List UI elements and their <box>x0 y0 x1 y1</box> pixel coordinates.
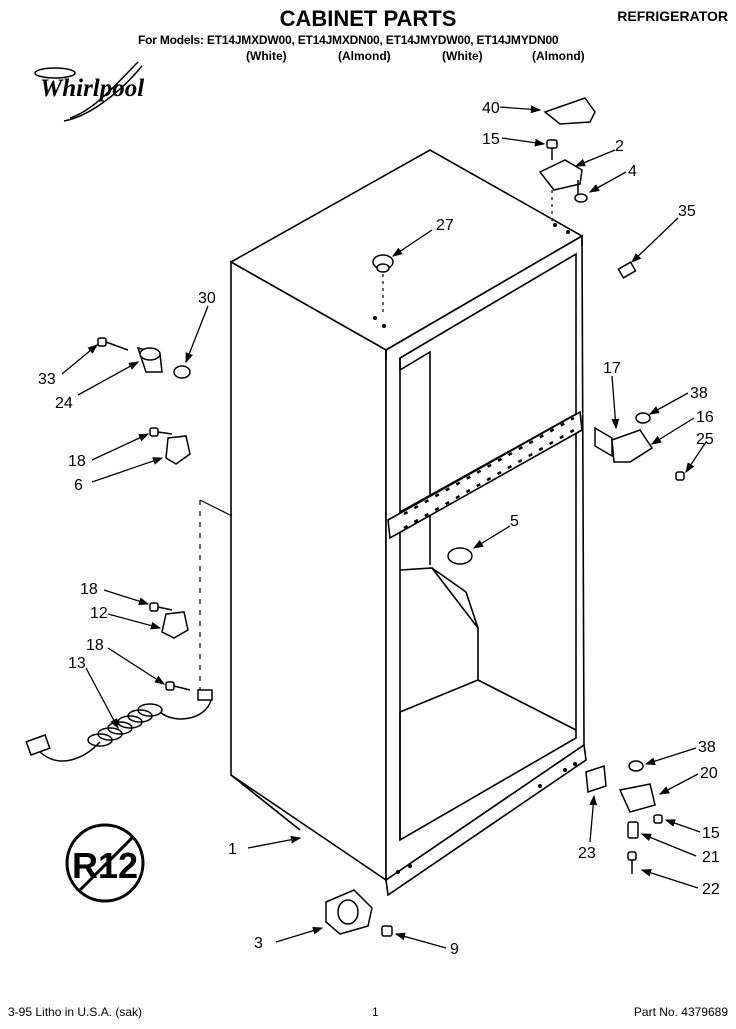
part-13-power-cord <box>25 689 213 762</box>
cabinet <box>229 149 587 897</box>
callout-17: 17 <box>603 360 621 377</box>
part-12-door-stop <box>161 611 189 639</box>
footer-page-number: 1 <box>372 1005 379 1019</box>
callout-18-lower: 18 <box>86 637 104 654</box>
part-6-door-stop <box>165 435 191 465</box>
callout-15-lower: 15 <box>702 825 720 842</box>
part-5-plug <box>447 547 473 565</box>
callout-12: 12 <box>90 605 108 622</box>
brand-swoosh <box>34 61 143 122</box>
callout-24: 24 <box>55 395 73 412</box>
part-18-screw-lower <box>165 681 191 691</box>
callout-30: 30 <box>198 290 216 307</box>
callout-13: 13 <box>68 655 86 672</box>
brand-logo: Whirlpool <box>40 75 145 102</box>
finish-label-3: (White) <box>442 49 483 63</box>
callout-38-upper: 38 <box>690 385 708 402</box>
footer-date-litho: 3-95 Litho in U.S.A. (sak) <box>8 1005 143 1019</box>
callout-23: 23 <box>578 845 596 862</box>
part-22-screw <box>627 851 637 874</box>
callout-40: 40 <box>482 100 500 117</box>
part-3-roller-bracket <box>325 889 373 935</box>
callout-27: 27 <box>436 217 454 234</box>
part-20-bottom-hinge <box>618 783 656 813</box>
part-33-screw <box>97 337 129 351</box>
part-16-center-hinge <box>611 429 654 463</box>
part-38-washer-lower <box>628 760 644 772</box>
callout-22: 22 <box>702 881 720 898</box>
callout-1: 1 <box>228 841 237 858</box>
part-30-bushing <box>173 365 191 379</box>
callout-33: 33 <box>38 371 56 388</box>
part-4-washer <box>574 193 588 203</box>
section-label: REFRIGERATOR <box>617 8 728 24</box>
callout-3: 3 <box>254 935 263 952</box>
part-27-plug-button <box>372 254 394 273</box>
finish-label-2: (Almond) <box>338 49 391 63</box>
page-title: CABINET PARTS <box>279 6 457 31</box>
part-38-washer-upper <box>635 412 651 424</box>
finish-label-1: (White) <box>246 49 287 63</box>
callout-6: 6 <box>74 477 83 494</box>
callout-5: 5 <box>510 513 519 530</box>
callout-21: 21 <box>702 849 720 866</box>
callout-9: 9 <box>450 941 459 958</box>
part-25-screw <box>675 471 685 481</box>
r12-badge <box>65 823 145 903</box>
part-23-shim <box>585 764 607 794</box>
callout-18-upper: 18 <box>68 453 86 470</box>
callout-35: 35 <box>678 203 696 220</box>
part-15-screw <box>546 139 558 160</box>
callout-4: 4 <box>628 163 637 180</box>
part-9-screw <box>381 925 393 937</box>
callout-18-middle: 18 <box>80 581 98 598</box>
callout-25: 25 <box>696 431 714 448</box>
callout-38-lower: 38 <box>698 739 716 756</box>
part-24-hinge-pin <box>136 346 163 373</box>
callout-leaders <box>61 105 707 949</box>
part-17-shim <box>594 426 613 458</box>
part-21-hinge-pin <box>627 821 639 839</box>
part-18-screw-middle <box>149 602 173 612</box>
part-15-screw-lower <box>653 814 663 824</box>
callout-20: 20 <box>700 765 718 782</box>
r12-badge-text: R12 <box>72 845 138 886</box>
callout-2: 2 <box>615 138 624 155</box>
callout-15-top: 15 <box>482 131 500 148</box>
part-2-top-hinge <box>538 159 583 194</box>
callout-16: 16 <box>696 409 714 426</box>
part-18-screw-upper <box>149 427 173 437</box>
footer-part-number: Part No. 4379689 <box>633 1005 728 1019</box>
models-line: For Models: ET14JMXDW00, ET14JMXDN00, ET… <box>138 33 559 47</box>
finish-label-4: (Almond) <box>532 49 585 63</box>
part-40-hinge-cover <box>543 97 596 125</box>
part-35-plug <box>617 261 637 279</box>
